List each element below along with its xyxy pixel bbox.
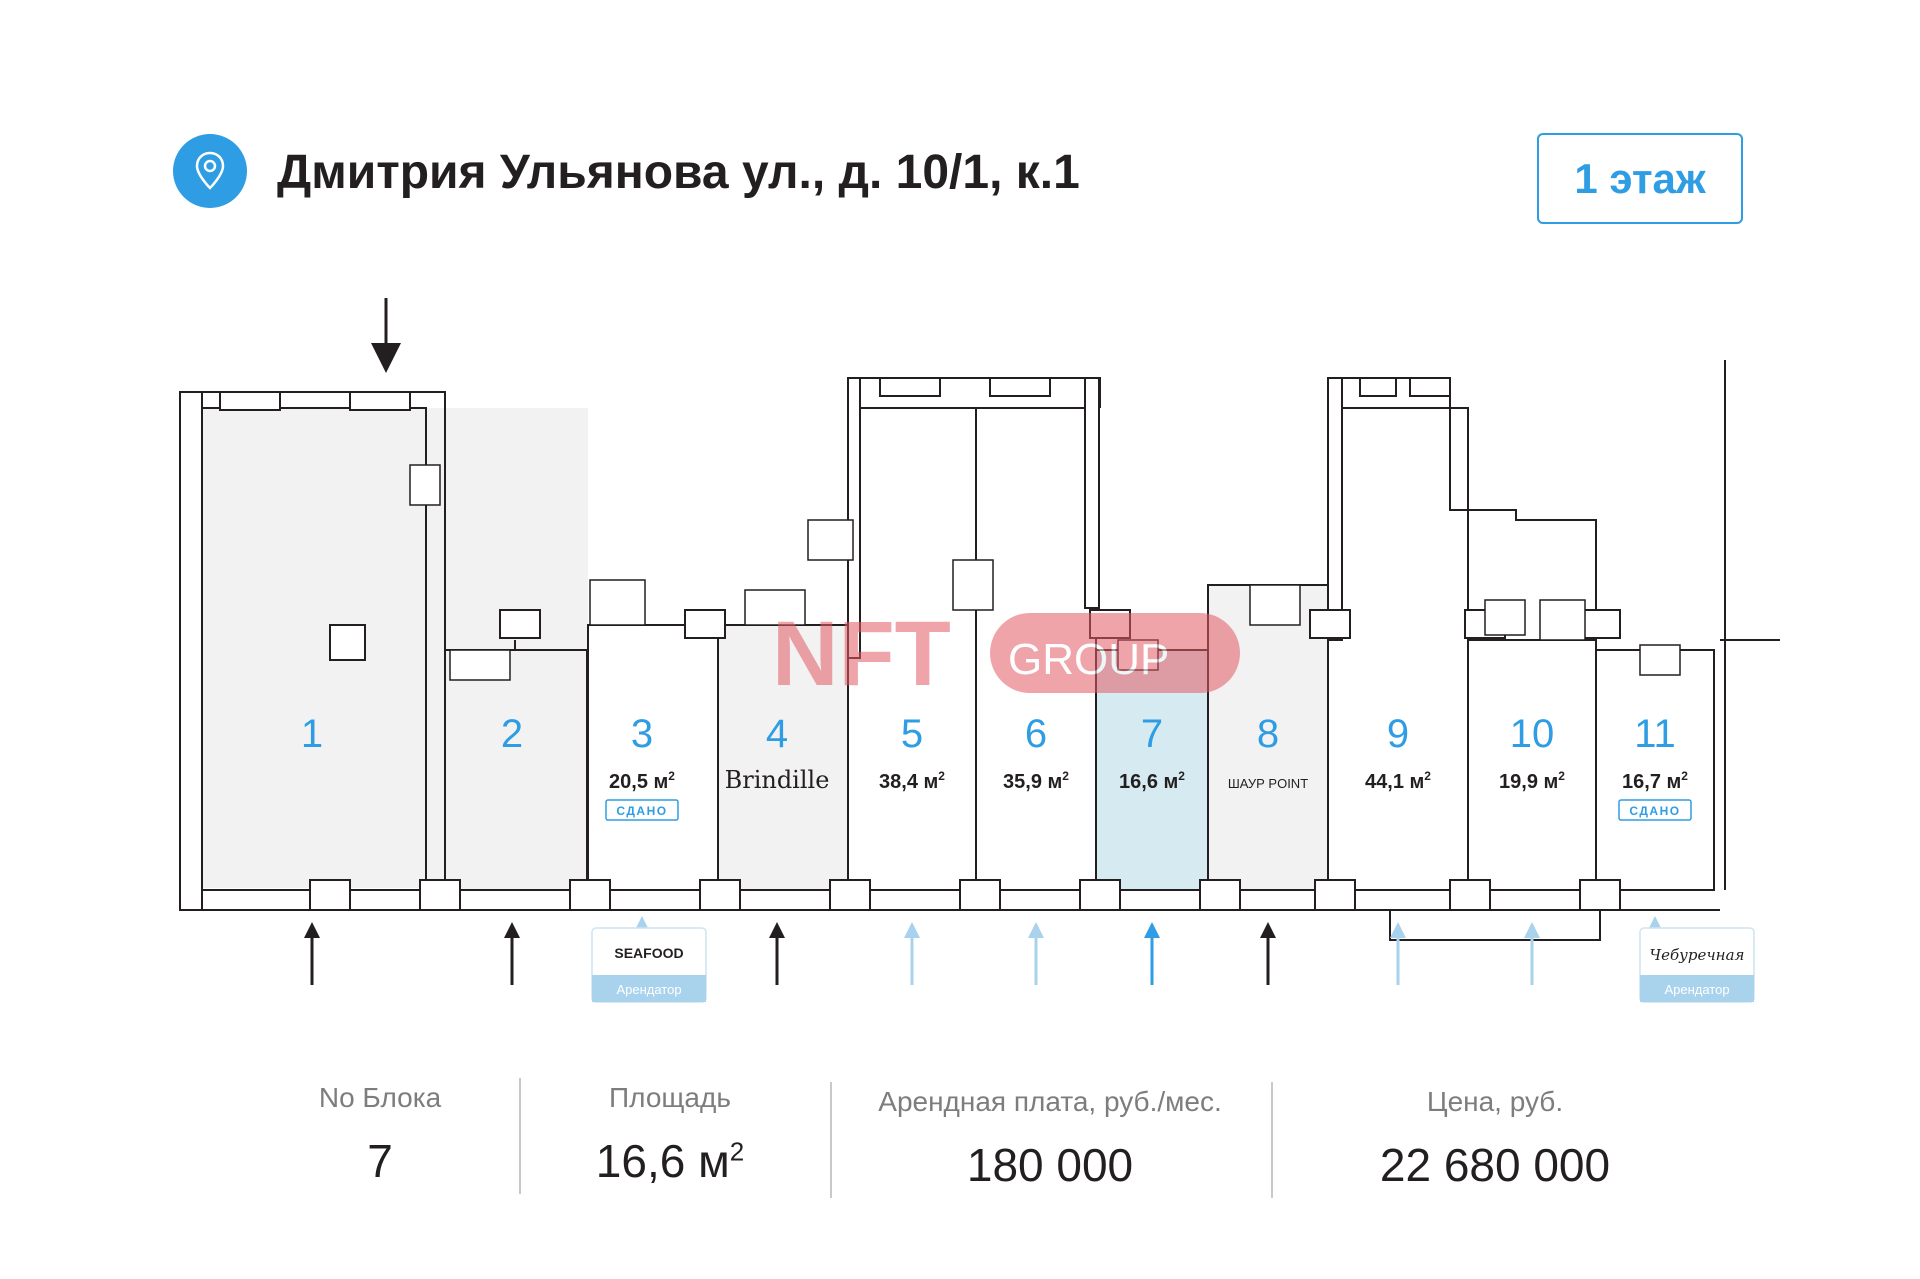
block-number: 9 [1387, 712, 1409, 756]
block-4-room[interactable] [717, 624, 849, 891]
info-divider-1 [519, 1078, 521, 1194]
entrance-arrow-9 [1390, 922, 1406, 985]
block-3-room[interactable] [587, 624, 719, 891]
watermark: NFT GROUP [772, 603, 1240, 705]
block-area: 16,6 м2 [1119, 769, 1185, 793]
entrance-arrow-5 [904, 922, 920, 985]
block-6-label[interactable]: 6 35,9 м2 [1003, 712, 1069, 793]
entrance-arrow-8 [1260, 922, 1276, 985]
block-area: 35,9 м2 [1003, 769, 1069, 793]
location-pin-icon [195, 151, 225, 190]
block-11-label[interactable]: 11 16,7 м2 СДАНО [1618, 712, 1692, 821]
block-1-label[interactable]: 1 [301, 712, 323, 756]
chebureki-logo-text: Чебуречная [1650, 946, 1745, 964]
block-10-label[interactable]: 10 19,9 м2 [1499, 712, 1565, 793]
block-9-label[interactable]: 9 44,1 м2 [1365, 712, 1431, 793]
block-area: 20,5 м2 [609, 769, 675, 793]
block-tenant: Brindille [725, 766, 830, 794]
block-number: 4 [766, 712, 788, 756]
price-label: Цена, руб. [1426, 1086, 1564, 1117]
block-number: 3 [631, 712, 653, 756]
chebureki-tenant-label: Арендатор [1664, 982, 1729, 997]
block-number: 1 [301, 712, 323, 756]
seafood-tenant-label: Арендатор [616, 982, 681, 997]
block-5-room[interactable] [847, 407, 977, 891]
entrance-arrow-10 [1524, 922, 1540, 985]
watermark-nft: NFT [772, 603, 951, 705]
block-number: 11 [1634, 712, 1676, 756]
entrance-arrow-6 [1028, 922, 1044, 985]
tenant-badge-seafood[interactable]: SEAFOOD Арендатор [591, 927, 707, 1003]
block-number-value: 7 [367, 1135, 393, 1187]
block-number: 5 [901, 712, 923, 756]
block-10-room[interactable] [1467, 639, 1597, 891]
block-7-label[interactable]: 7 16,6 м2 [1119, 712, 1185, 793]
info-divider-3 [1271, 1082, 1273, 1198]
rent-value: 180 000 [966, 1139, 1134, 1191]
block-5-label[interactable]: 5 38,4 м2 [879, 712, 945, 793]
info-divider-2 [830, 1082, 832, 1198]
block-status-badge: СДАНО [616, 804, 667, 818]
block-status-badge: СДАНО [1629, 804, 1680, 818]
entrance-arrows [304, 916, 1663, 985]
walls [179, 360, 1780, 941]
entrance-arrow-1 [304, 922, 320, 985]
block-area: 19,9 м2 [1499, 769, 1565, 793]
block-number-label: No Блока [318, 1082, 442, 1113]
floor-select-button[interactable]: 1 этаж [1537, 133, 1743, 224]
column [329, 624, 366, 661]
tenant-badge-chebureki[interactable]: Чебуречная Арендатор [1639, 927, 1755, 1003]
watermark-group: GROUP [1008, 635, 1169, 684]
block-11-room[interactable] [1595, 649, 1715, 891]
block-number: 10 [1510, 712, 1555, 756]
area-label: Площадь [609, 1082, 731, 1113]
price-value: 22 680 000 [1379, 1139, 1611, 1191]
entrance-arrow-7 [1144, 922, 1160, 985]
block-number: 8 [1257, 712, 1279, 756]
block-2-room[interactable] [444, 649, 588, 891]
block-area: 44,1 м2 [1365, 769, 1431, 793]
block-9-room[interactable] [1327, 407, 1469, 891]
seafood-logo-text: SEAFOOD [614, 945, 683, 961]
page-title: Дмитрия Ульянова ул., д. 10/1, к.1 [277, 146, 1080, 199]
entrance-arrow-4 [769, 922, 785, 985]
block-number: 2 [501, 712, 523, 756]
block-tenant: ШАУР POINT [1228, 776, 1308, 791]
block-3-label[interactable]: 3 20,5 м2 СДАНО [605, 712, 679, 821]
block-area: 38,4 м2 [879, 769, 945, 793]
rent-label: Арендная плата, руб./мес. [878, 1086, 1222, 1117]
block-number: 7 [1141, 712, 1163, 756]
block-2-label[interactable]: 2 [501, 712, 523, 756]
area-value: 16,6 м2 [595, 1135, 745, 1187]
block-number: 6 [1025, 712, 1047, 756]
entrance-arrow-2 [504, 922, 520, 985]
location-pin-badge [173, 134, 247, 208]
block-area: 16,7 м2 [1622, 769, 1688, 793]
